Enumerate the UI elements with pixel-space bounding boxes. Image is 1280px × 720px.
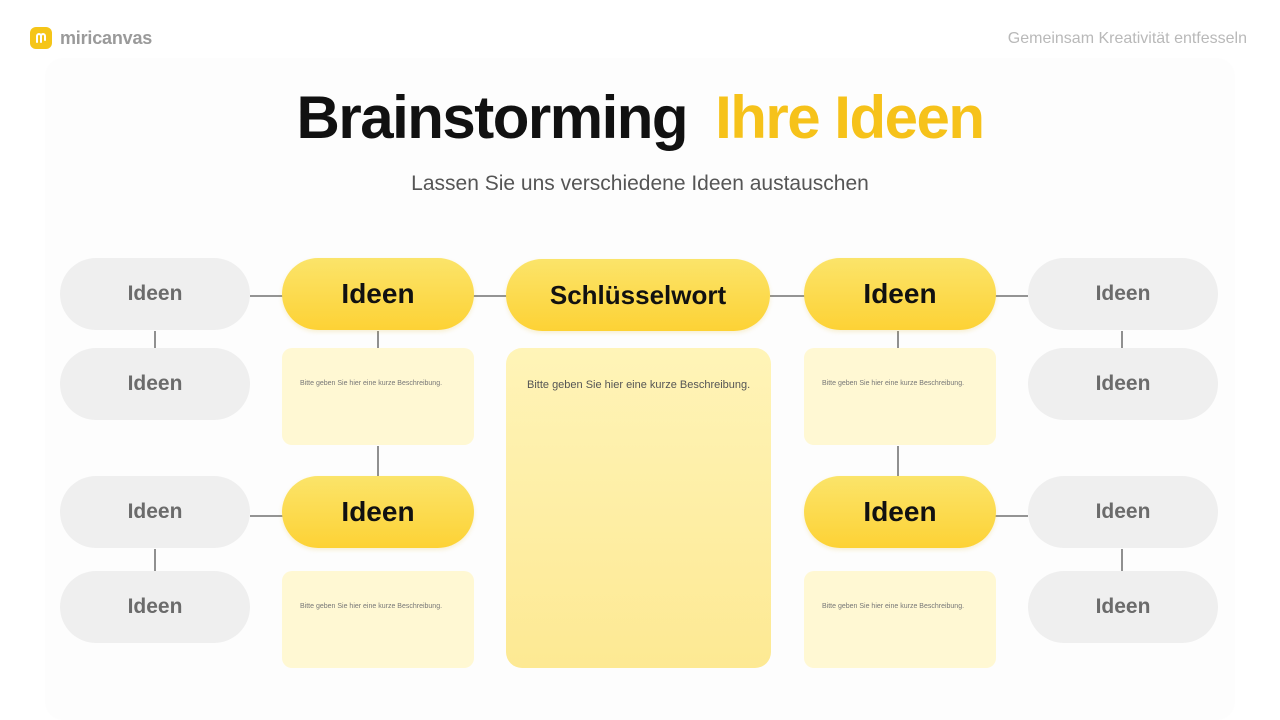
logo-text: miricanvas [60, 27, 153, 48]
right-idea-pill-1[interactable]: Ideen [1028, 258, 1218, 330]
left-main-idea-pill-bottom[interactable]: Ideen [282, 476, 474, 548]
left-idea-pill-1[interactable]: Ideen [60, 258, 250, 330]
logo: miricanvas [30, 27, 152, 49]
header-tagline: Gemeinsam Kreativität entfesseln [1007, 30, 1247, 47]
right-main-idea-pill-top[interactable]: Ideen [804, 258, 996, 330]
right-idea-pill-2[interactable]: Ideen [1028, 348, 1218, 420]
left-idea-pill-2[interactable]: Ideen [60, 348, 250, 420]
left-main-idea-pill-top[interactable]: Ideen [282, 258, 474, 330]
right-description-box-bottom[interactable]: Bitte geben Sie hier eine kurze Beschrei… [804, 571, 996, 668]
keyword-pill[interactable]: Schlüsselwort [506, 259, 770, 331]
right-idea-pill-4[interactable]: Ideen [1028, 571, 1218, 643]
left-idea-pill-4[interactable]: Ideen [60, 571, 250, 643]
miricanvas-logo-icon [30, 27, 52, 49]
right-description-box-top[interactable]: Bitte geben Sie hier eine kurze Beschrei… [804, 348, 996, 445]
left-description-box-top[interactable]: Bitte geben Sie hier eine kurze Beschrei… [282, 348, 474, 445]
keyword-description-box[interactable]: Bitte geben Sie hier eine kurze Beschrei… [506, 348, 771, 668]
page-subtitle: Lassen Sie uns verschiedene Ideen austau… [411, 172, 869, 195]
title-part-1: Brainstorming [296, 84, 689, 151]
page-title: Brainstorming Ihre Ideen [0, 82, 1280, 154]
right-idea-pill-3[interactable]: Ideen [1028, 476, 1218, 548]
right-main-idea-pill-bottom[interactable]: Ideen [804, 476, 996, 548]
title-part-2: Ihre Ideen [715, 84, 985, 151]
left-description-box-bottom[interactable]: Bitte geben Sie hier eine kurze Beschrei… [282, 571, 474, 668]
left-idea-pill-3[interactable]: Ideen [60, 476, 250, 548]
